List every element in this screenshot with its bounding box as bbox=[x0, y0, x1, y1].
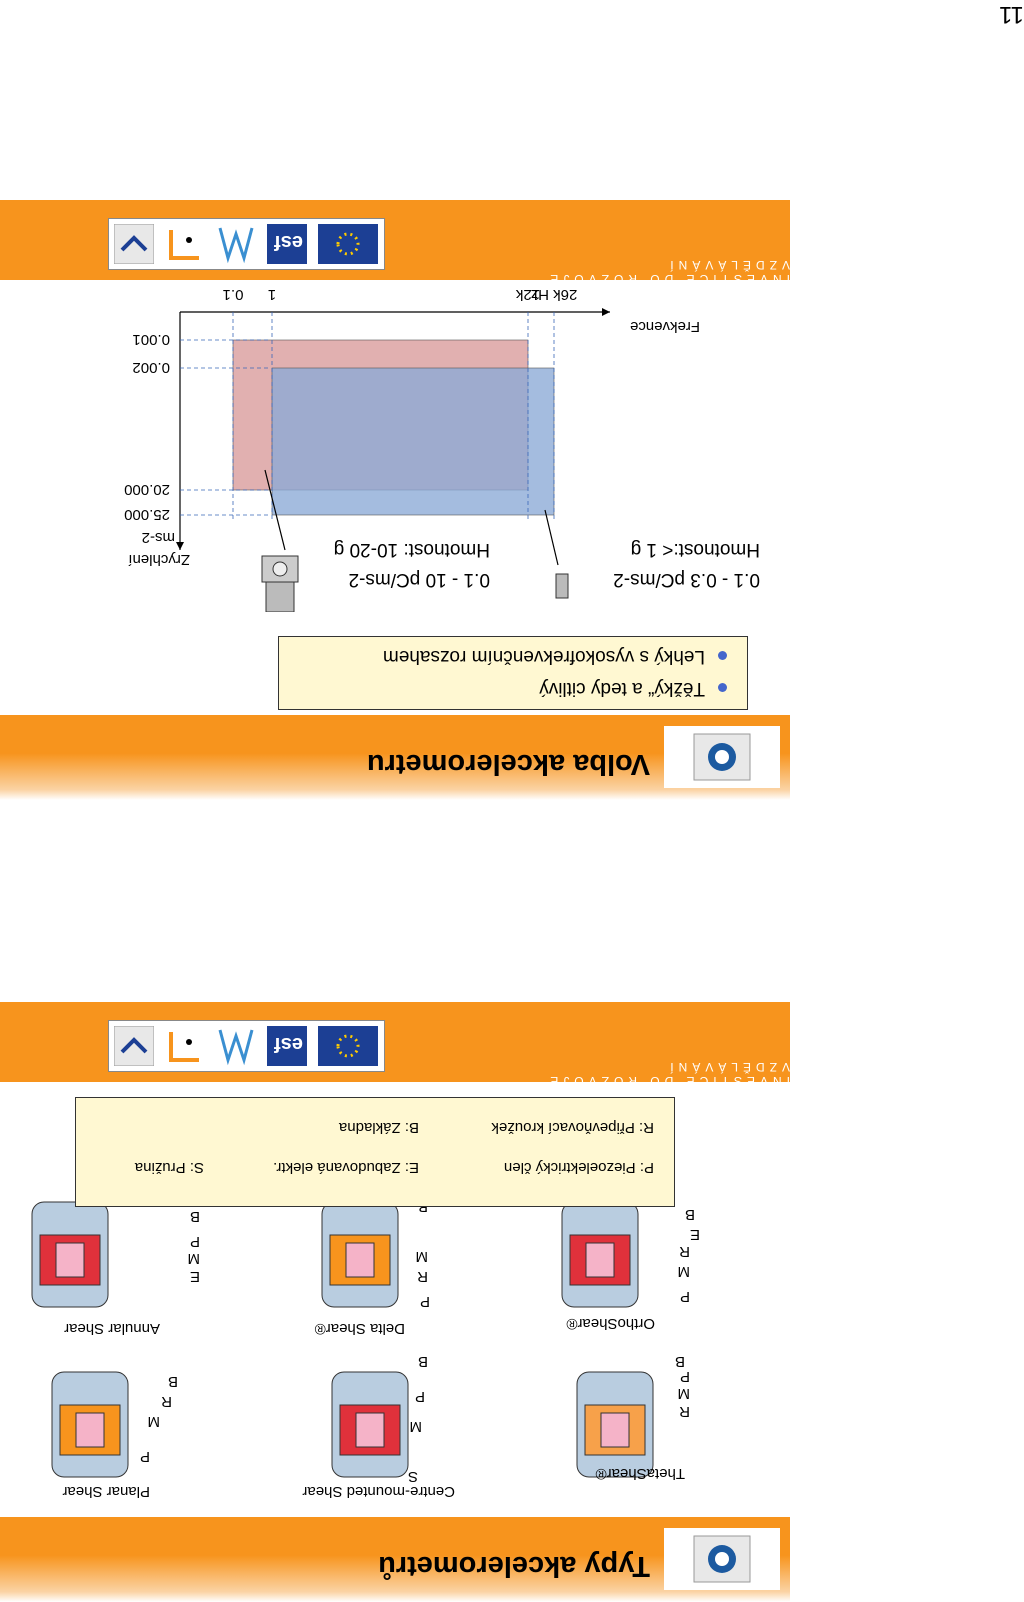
sensor-mass-5 bbox=[585, 1242, 615, 1278]
legend-box: P: Piezoelektrický člen E: Zabudovaná el… bbox=[75, 1097, 675, 1207]
part-letter-18: M bbox=[416, 1248, 429, 1265]
part-letter-12: E bbox=[190, 1268, 200, 1285]
y-tick-1: 20.000 bbox=[124, 481, 170, 498]
name-delta-shear: Delta Shear® bbox=[314, 1320, 405, 1337]
heavy-pointer bbox=[264, 469, 286, 551]
x-axis-arrow bbox=[602, 308, 610, 316]
y-tick-0: 25.000 bbox=[124, 506, 170, 523]
sensor-mass-3 bbox=[55, 1242, 85, 1278]
legend-s: S: Pružina bbox=[134, 1159, 204, 1176]
sensor-mass-1 bbox=[355, 1412, 385, 1448]
slide-typy-akcelerometru: Typy akcelerometrů PMRBSMPBRMPBEMPBPRMBP… bbox=[0, 1002, 790, 1602]
page-number: 11 bbox=[999, 1, 1024, 28]
y-tick-2: 0.002 bbox=[132, 359, 170, 376]
msmt-logo-icon bbox=[219, 1029, 254, 1066]
part-letter-23: E bbox=[690, 1226, 700, 1243]
op-logo-icon bbox=[169, 1032, 200, 1062]
x-tick-2: 12k bbox=[515, 286, 540, 303]
name-thetashear: ThetaShear® bbox=[595, 1465, 685, 1482]
university-logo bbox=[664, 726, 780, 788]
part-letter-8: R bbox=[679, 1403, 690, 1420]
y-axis-arrow bbox=[176, 542, 184, 550]
eu-flag-icon bbox=[318, 224, 379, 264]
sensor-mass-2 bbox=[600, 1412, 630, 1448]
part-letter-10: P bbox=[680, 1368, 690, 1385]
legend-p: P: Piezoelektrický člen bbox=[503, 1159, 654, 1176]
title-bar: Volba akcelerometru bbox=[0, 715, 790, 800]
footer-motto: INVESTICE DO ROZVOJE VZDĚLÁVÁNÍ bbox=[545, 258, 790, 286]
range-area-1 bbox=[271, 367, 555, 516]
part-letter-7: B bbox=[418, 1353, 428, 1370]
eu-flag-icon bbox=[318, 1026, 379, 1066]
part-letter-15: B bbox=[190, 1208, 200, 1225]
svg-text:esf: esf bbox=[274, 231, 303, 253]
sponsor-logos: esf bbox=[108, 1020, 385, 1072]
part-letter-1: M bbox=[148, 1413, 161, 1430]
part-letter-0: P bbox=[140, 1448, 150, 1465]
y-axis-label: Zrychlení bbox=[128, 551, 190, 568]
faculty-logo-icon bbox=[114, 224, 155, 264]
part-letter-5: M bbox=[410, 1418, 423, 1435]
part-letter-24: B bbox=[685, 1206, 695, 1223]
footer-bar: esf INVESTICE DO ROZVOJE VZDĚLÁVÁNÍ bbox=[0, 200, 790, 286]
name-planar-shear: Planar Shear bbox=[62, 1483, 150, 1500]
part-letter-2: R bbox=[161, 1393, 172, 1410]
part-letter-17: R bbox=[417, 1268, 428, 1285]
y-tick-3: 0.001 bbox=[132, 331, 170, 348]
legend-b: B: Základna bbox=[338, 1119, 419, 1136]
title-bar: Typy akcelerometrů bbox=[0, 1517, 790, 1602]
esf-logo-icon: esf bbox=[267, 224, 308, 264]
msmt-logo-icon bbox=[219, 227, 254, 264]
x-tick-1: 1 bbox=[268, 286, 276, 303]
sensor-diagrams: PMRBSMPBRMPBEMPBPRMBPMREB bbox=[31, 1198, 700, 1485]
part-letter-20: P bbox=[680, 1288, 690, 1305]
part-letter-9: M bbox=[678, 1385, 691, 1402]
name-orthoshear: OrthoShear® bbox=[566, 1315, 655, 1332]
part-letter-3: B bbox=[168, 1373, 178, 1390]
university-logo bbox=[664, 1528, 780, 1590]
y-axis-unit: ms-2 bbox=[141, 529, 175, 546]
part-letter-11: B bbox=[675, 1353, 685, 1370]
op-logo-icon bbox=[169, 230, 200, 260]
name-annular-shear: Annular Shear bbox=[64, 1320, 160, 1337]
sponsor-logos: esf bbox=[108, 218, 385, 270]
footer-motto: INVESTICE DO ROZVOJE VZDĚLÁVÁNÍ bbox=[545, 1060, 790, 1088]
part-letter-21: M bbox=[678, 1263, 691, 1280]
part-letter-13: M bbox=[188, 1250, 201, 1267]
slide-volba-akcelerometru: Volba akcelerometru Těžký“ a tedy citliv… bbox=[0, 200, 790, 800]
esf-logo-icon: esf bbox=[267, 1026, 308, 1066]
x-tick-0: 0.1 bbox=[223, 286, 244, 303]
name-centre-mounted-shear: Centre-mounted Shear bbox=[302, 1483, 455, 1500]
x-axis-label: Frekvence bbox=[629, 318, 700, 335]
part-letter-16: P bbox=[420, 1293, 430, 1310]
heavy-sensor-icon bbox=[260, 547, 300, 613]
footer-bar: esf INVESTICE DO ROZVOJE VZDĚLÁVÁNÍ bbox=[0, 1002, 790, 1088]
svg-text:esf: esf bbox=[274, 1033, 303, 1055]
legend-r: R: Připevňovací kroužek bbox=[491, 1119, 654, 1136]
part-letter-22: R bbox=[679, 1243, 690, 1260]
sensor-mass-0 bbox=[75, 1412, 105, 1448]
x-tick-3: 26k Hz bbox=[531, 286, 578, 303]
part-letter-14: P bbox=[190, 1233, 200, 1250]
light-pointer bbox=[544, 509, 559, 566]
faculty-logo-icon bbox=[114, 1026, 155, 1066]
legend-e: E: Zabudovaná elektr. bbox=[273, 1159, 419, 1176]
part-letter-4: S bbox=[408, 1468, 418, 1485]
part-letter-6: P bbox=[415, 1388, 425, 1405]
light-sensor-icon bbox=[552, 565, 570, 600]
sensor-mass-4 bbox=[345, 1242, 375, 1278]
